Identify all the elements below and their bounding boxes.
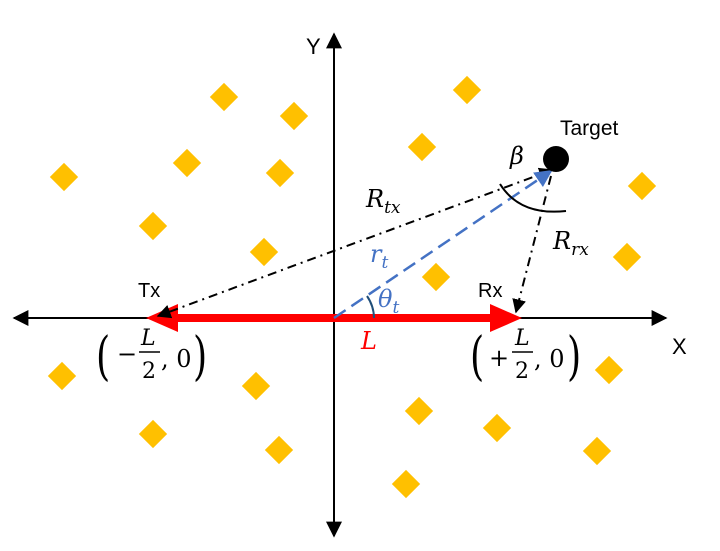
r-tx-line bbox=[156, 167, 554, 319]
diamond-icon bbox=[404, 396, 434, 426]
diamond-icon bbox=[582, 436, 612, 466]
baseline-label: L bbox=[360, 327, 377, 355]
diamond-icon bbox=[209, 82, 239, 112]
svg-text:(: ( bbox=[96, 325, 110, 386]
diamond-icon bbox=[407, 132, 437, 162]
diamond-icon bbox=[612, 242, 642, 272]
diamond-icon bbox=[49, 162, 79, 192]
svg-text:L: L bbox=[140, 326, 156, 351]
target-label: Target bbox=[560, 117, 619, 140]
svg-text:2: 2 bbox=[142, 359, 156, 384]
rx-label: Rx bbox=[478, 280, 502, 302]
diamond-icon bbox=[391, 469, 421, 499]
diamond-icon bbox=[241, 371, 271, 401]
theta-label: θt bbox=[378, 285, 399, 318]
diamond-icon bbox=[249, 237, 279, 267]
diamond-icon bbox=[138, 211, 168, 241]
svg-text:, 0: , 0 bbox=[161, 345, 192, 373]
diamond-icon bbox=[421, 262, 451, 292]
diamond-icon bbox=[594, 355, 624, 385]
svg-text:+: + bbox=[489, 344, 509, 372]
svg-text:L: L bbox=[514, 326, 530, 351]
diamond-icon bbox=[452, 75, 482, 105]
target-icon bbox=[543, 146, 569, 172]
tx-coordinate: ( − L 2 , 0 ) bbox=[96, 325, 207, 386]
y-axis-label: Y bbox=[306, 34, 321, 59]
beta-label: β bbox=[509, 142, 524, 170]
svg-text:2: 2 bbox=[515, 359, 529, 384]
x-axis-label: X bbox=[672, 334, 687, 359]
diamond-icon bbox=[47, 361, 77, 391]
svg-text:, 0: , 0 bbox=[534, 345, 565, 373]
r-rx-label: Rrx bbox=[552, 227, 589, 260]
diamond-icon bbox=[627, 171, 657, 201]
diamond-icon bbox=[172, 148, 202, 178]
r-t-line bbox=[333, 169, 553, 320]
r-tx-label: Rtx bbox=[365, 185, 401, 218]
diamond-icon bbox=[279, 101, 309, 131]
rx-coordinate: ( + L 2 , 0 ) bbox=[470, 325, 581, 386]
svg-text:): ) bbox=[193, 325, 207, 386]
tx-label: Tx bbox=[138, 280, 160, 302]
beta-arc bbox=[499, 183, 567, 213]
diamond-icon bbox=[138, 419, 168, 449]
diamond-icon bbox=[265, 158, 295, 188]
r-t-label: rt bbox=[370, 240, 388, 273]
theta-arc bbox=[366, 295, 375, 319]
r-rx-line bbox=[512, 175, 552, 314]
diamond-icon bbox=[482, 413, 512, 443]
svg-text:): ) bbox=[567, 325, 581, 386]
svg-text:(: ( bbox=[470, 325, 484, 386]
svg-text:−: − bbox=[117, 340, 137, 368]
diamond-icon bbox=[264, 435, 294, 465]
